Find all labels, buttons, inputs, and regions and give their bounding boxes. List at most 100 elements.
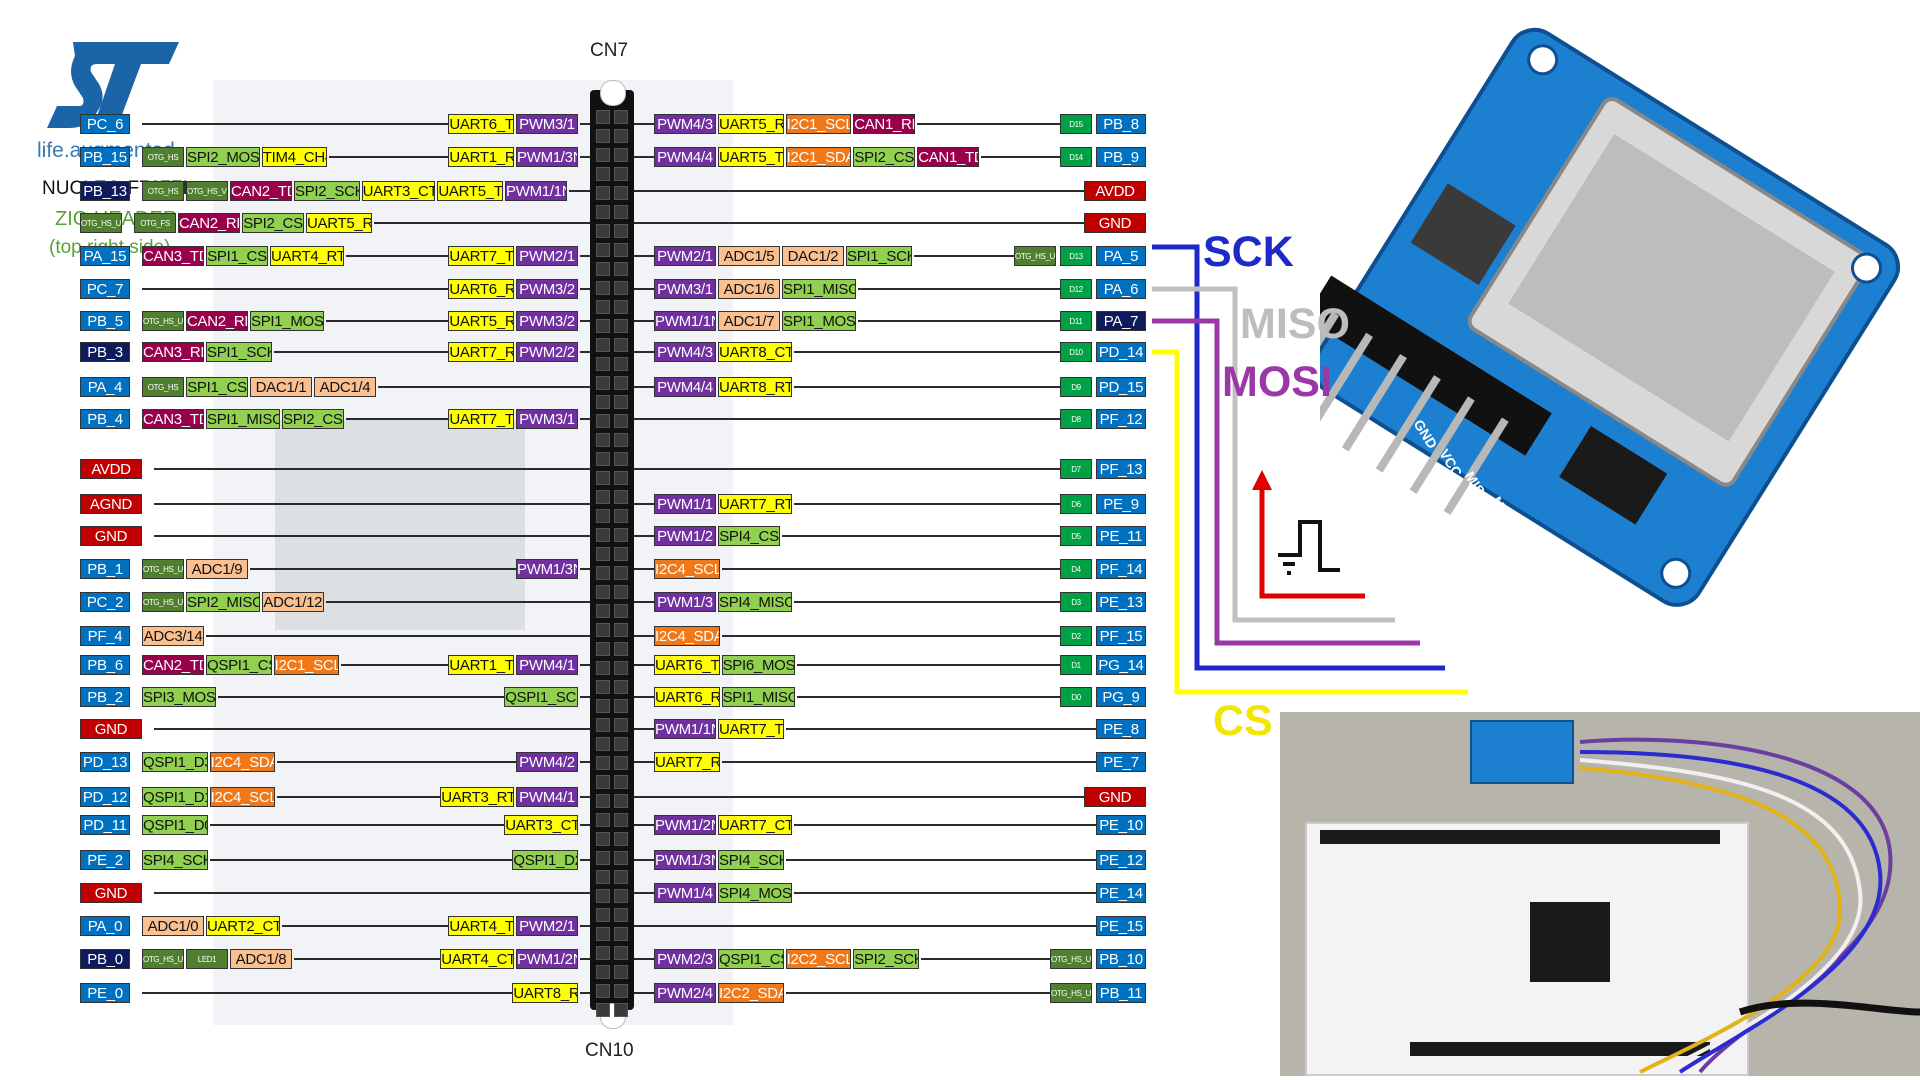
pin-trace <box>294 958 441 960</box>
pin-label: UART5_RX <box>306 213 372 233</box>
pin-label: D3 <box>1060 592 1092 612</box>
pin-label: PE_15 <box>1096 916 1146 936</box>
pin-label: UART2_CTS <box>206 916 280 936</box>
pin-trace <box>154 892 580 894</box>
header-pin <box>614 794 628 808</box>
header-pin <box>596 262 610 276</box>
photo-sd-module <box>1470 720 1574 784</box>
pin-trace <box>634 728 654 730</box>
pin-label: AVDD <box>1084 181 1146 201</box>
pin-trace <box>345 255 449 257</box>
pin-trace <box>793 824 1096 826</box>
pin-trace <box>654 418 1060 420</box>
pin-label: PE_8 <box>1096 719 1146 739</box>
pin-label: CAN2_RD <box>178 213 240 233</box>
header-pin <box>614 433 628 447</box>
pin-trace <box>634 892 654 894</box>
header-pin <box>596 661 610 675</box>
pin-label: PB_4 <box>80 409 130 429</box>
header-pin <box>596 148 610 162</box>
pin-trace <box>341 664 449 666</box>
pin-trace <box>654 222 1084 224</box>
pin-label: PWM1/3N <box>654 850 716 870</box>
pin-trace <box>654 796 1084 798</box>
pin-label: UART8_CTS <box>718 342 792 362</box>
header-pin <box>596 509 610 523</box>
pin-label: UART6_RX <box>654 687 720 707</box>
header-pin <box>596 889 610 903</box>
pin-trace <box>580 635 590 637</box>
pin-label: PWM3/2 <box>516 311 578 331</box>
header-pin <box>614 243 628 257</box>
pin-trace <box>580 728 590 730</box>
header-pin <box>614 414 628 428</box>
pin-label: GND <box>80 526 142 546</box>
pin-trace <box>634 664 654 666</box>
pin-label: UART7_CTS <box>718 815 792 835</box>
pin-label: I2C4_SCL <box>209 787 276 807</box>
header-pin <box>596 813 610 827</box>
pin-label: LED1 <box>186 949 228 969</box>
hardware-photo <box>1280 712 1920 1076</box>
header-pin <box>614 1003 628 1017</box>
pin-trace <box>634 386 654 388</box>
pin-trace <box>793 892 1096 894</box>
pin-label: PF_12 <box>1096 409 1146 429</box>
header-pin <box>596 186 610 200</box>
pin-label: PA_15 <box>80 246 130 266</box>
pin-label: OTG_HS_ULPI <box>80 213 122 233</box>
pin-label: I2C1_SDA <box>785 147 852 167</box>
pin-label: PE_2 <box>80 850 130 870</box>
sd-module-leg <box>1375 375 1441 473</box>
header-pin <box>596 756 610 770</box>
mosi-label: MOSI <box>1222 358 1332 406</box>
pin-label: CAN1_TD <box>917 147 980 167</box>
pin-label: GND <box>1084 787 1146 807</box>
pin-label: QSPI1_D2 <box>512 850 578 870</box>
header-pin <box>614 984 628 998</box>
pin-label: SPI6_MOSI <box>721 655 796 675</box>
pin-label: PB_1 <box>80 559 130 579</box>
header-pin <box>596 547 610 561</box>
pin-trace <box>634 351 654 353</box>
header-pin <box>596 623 610 637</box>
pin-label: PE_0 <box>80 983 130 1003</box>
header-pin <box>614 908 628 922</box>
pin-label: PWM3/1 <box>516 114 578 134</box>
header-pin <box>614 471 628 485</box>
photo-header-bottom <box>1410 1042 1710 1056</box>
header-pin <box>614 281 628 295</box>
mosi-wire <box>1152 318 1420 646</box>
pin-label: D11 <box>1060 311 1092 331</box>
pin-label: PE_10 <box>1096 815 1146 835</box>
miso-wire <box>1152 286 1395 623</box>
pin-label: UART1_TX <box>448 655 514 675</box>
pin-label: PE_13 <box>1096 592 1146 612</box>
pin-label: I2C4_SDA <box>654 626 720 646</box>
pin-label: I2C4_SDA <box>209 752 276 772</box>
pin-label: PC_6 <box>80 114 130 134</box>
pin-trace <box>580 351 590 353</box>
pin-label: AVDD <box>80 459 142 479</box>
pin-label: OTG_HS_ULPI <box>1050 949 1092 969</box>
header-pin <box>596 110 610 124</box>
pin-label: OTG_HS_ULPI <box>142 592 184 612</box>
header-pin <box>596 965 610 979</box>
pin-label: ADC1/4 <box>314 377 376 397</box>
pin-label: UART5_TX <box>437 181 503 201</box>
pin-label: CAN3_RD <box>142 342 204 362</box>
header-pin <box>596 243 610 257</box>
pin-trace <box>329 156 449 158</box>
pin-label: GND <box>1084 213 1146 233</box>
pin-label: PWM1/1 <box>654 494 716 514</box>
pin-trace <box>721 568 1060 570</box>
pin-label: PWM1/1N <box>654 311 716 331</box>
pin-trace <box>142 992 513 994</box>
header-pin <box>614 927 628 941</box>
sd-module-leg <box>1409 396 1475 494</box>
pin-trace <box>209 824 505 826</box>
header-pin <box>614 186 628 200</box>
pin-label: PE_9 <box>1096 494 1146 514</box>
pin-trace <box>580 386 590 388</box>
pin-label: SPI1_CS <box>186 377 248 397</box>
